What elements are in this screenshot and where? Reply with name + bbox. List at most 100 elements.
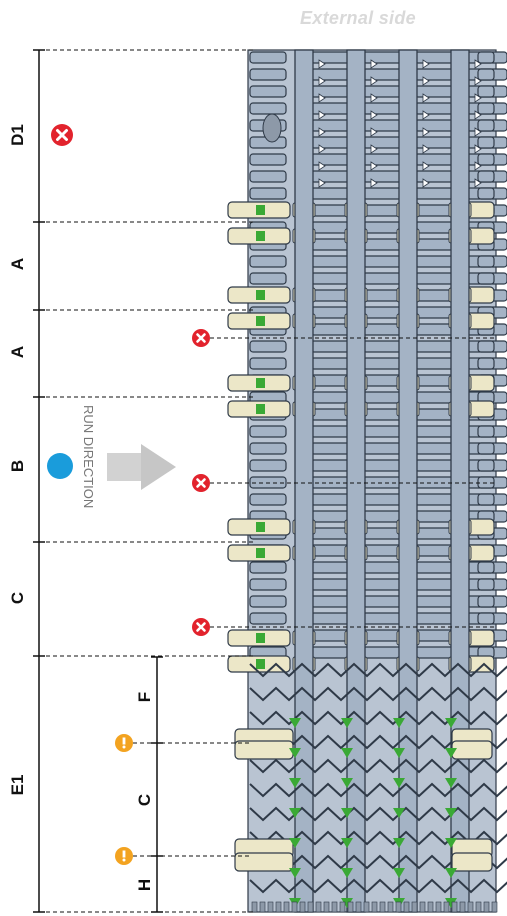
green-pin xyxy=(445,868,457,878)
green-pin xyxy=(341,898,353,908)
slot xyxy=(318,161,326,171)
green-pin xyxy=(445,748,457,758)
slot xyxy=(318,127,326,137)
green-pin xyxy=(289,838,301,848)
slot xyxy=(474,59,482,69)
finger xyxy=(310,85,352,98)
finger xyxy=(477,136,495,149)
green-pin xyxy=(393,778,405,788)
finger xyxy=(362,357,404,370)
dim-label-a1: A xyxy=(8,258,27,270)
green-pin xyxy=(256,522,265,532)
finger xyxy=(249,340,287,353)
finger-row xyxy=(249,595,507,608)
foot xyxy=(307,901,314,913)
green-pin xyxy=(256,404,265,414)
green-pin xyxy=(341,748,353,758)
finger xyxy=(362,442,404,455)
foot xyxy=(443,901,450,913)
zigzag-line xyxy=(249,806,507,822)
finger xyxy=(310,612,352,625)
finger xyxy=(310,136,352,149)
finger xyxy=(362,255,404,268)
finger xyxy=(414,136,456,149)
green-pin xyxy=(256,633,265,643)
finger xyxy=(414,102,456,115)
finger xyxy=(477,612,495,625)
finger xyxy=(477,119,495,132)
finger xyxy=(414,340,456,353)
slot xyxy=(370,144,378,154)
finger xyxy=(362,646,404,659)
green-pin xyxy=(393,748,405,758)
green-pin xyxy=(393,808,405,818)
green-pin xyxy=(445,808,457,818)
finger xyxy=(362,51,404,64)
green-pin xyxy=(256,316,265,326)
finger xyxy=(249,187,287,200)
finger xyxy=(249,153,287,166)
slot xyxy=(370,161,378,171)
foot xyxy=(475,901,482,913)
finger xyxy=(477,187,495,200)
green-pin xyxy=(256,548,265,558)
foot xyxy=(267,901,274,913)
finger xyxy=(414,578,456,591)
finger xyxy=(477,459,495,472)
finger xyxy=(310,595,352,608)
guide-block xyxy=(234,740,294,760)
finger xyxy=(310,51,352,64)
finger xyxy=(414,51,456,64)
foot xyxy=(371,901,378,913)
slot xyxy=(474,144,482,154)
green-pin xyxy=(256,378,265,388)
foot xyxy=(427,901,434,913)
finger xyxy=(362,340,404,353)
belt-module xyxy=(227,49,507,913)
finger xyxy=(477,340,495,353)
finger xyxy=(477,85,495,98)
finger xyxy=(362,578,404,591)
finger-row xyxy=(249,187,507,200)
zigzag-line xyxy=(249,878,507,894)
finger xyxy=(310,170,352,183)
foot xyxy=(299,901,306,913)
slot xyxy=(370,93,378,103)
green-pin xyxy=(445,718,457,728)
dot-circle-icon xyxy=(47,453,73,479)
foot xyxy=(387,901,394,913)
finger xyxy=(414,646,456,659)
finger xyxy=(414,68,456,81)
exclamation-circle-icon xyxy=(115,847,133,865)
finger xyxy=(477,102,495,115)
green-pin xyxy=(393,718,405,728)
finger-row xyxy=(249,442,507,455)
green-pin xyxy=(341,778,353,788)
foot xyxy=(315,901,322,913)
slot xyxy=(474,93,482,103)
slot xyxy=(474,178,482,188)
finger xyxy=(249,493,287,506)
finger xyxy=(414,561,456,574)
finger xyxy=(477,51,495,64)
foot xyxy=(275,901,282,913)
green-pin xyxy=(341,838,353,848)
foot xyxy=(355,901,362,913)
finger xyxy=(249,102,287,115)
green-pin xyxy=(341,718,353,728)
slot xyxy=(422,76,430,86)
finger xyxy=(249,612,287,625)
green-pin xyxy=(289,718,301,728)
slot xyxy=(474,76,482,86)
foot xyxy=(451,901,458,913)
green-pin xyxy=(393,838,405,848)
finger xyxy=(362,476,404,489)
finger xyxy=(477,272,495,285)
finger xyxy=(249,425,287,438)
finger xyxy=(310,340,352,353)
finger xyxy=(249,85,287,98)
finger xyxy=(362,153,404,166)
finger xyxy=(249,272,287,285)
finger xyxy=(310,119,352,132)
